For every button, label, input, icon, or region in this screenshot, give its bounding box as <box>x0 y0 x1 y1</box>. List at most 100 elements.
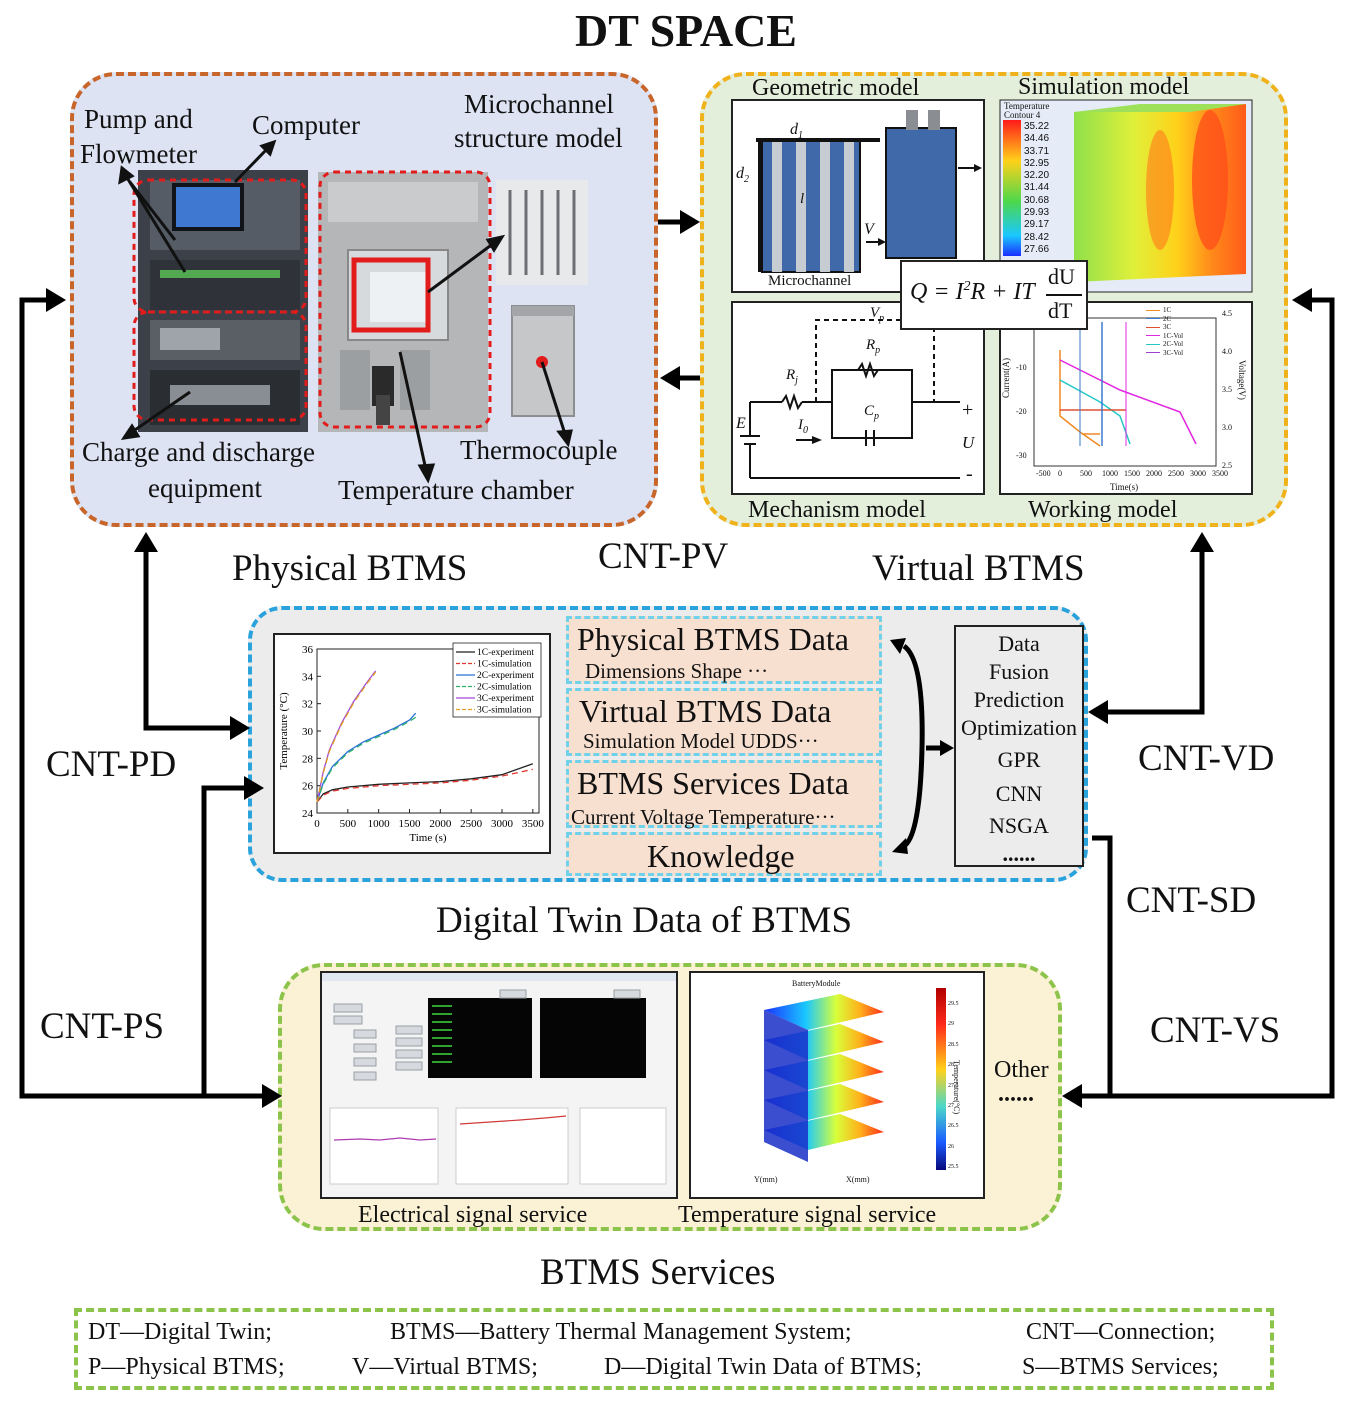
data-caption: Digital Twin Data of BTMS <box>436 900 853 941</box>
working-legend-entry: 1C <box>1146 306 1183 315</box>
ps-stub <box>201 785 248 1096</box>
fusion-item: NSGA <box>989 813 1049 838</box>
working-ytick-left: -20 <box>1016 407 1027 416</box>
series-line <box>316 768 533 803</box>
services-caption: BTMS Services <box>540 1252 776 1293</box>
working-xtick: 1500 <box>1124 469 1140 478</box>
sim-legend-value: 28.42 <box>1024 231 1050 243</box>
heat-tick: 28 <box>948 1062 954 1069</box>
working-xlabel: Time(s) <box>1110 482 1139 492</box>
label-thermocouple: Thermocouple <box>460 435 618 465</box>
legend-v: V—Virtual BTMS; <box>352 1354 538 1380</box>
working-xtick: 3000 <box>1190 469 1206 478</box>
heat-tick: 28.5 <box>948 1041 959 1048</box>
cnt-ps-label: CNT-PS <box>40 1006 165 1047</box>
cnt-vd-label: CNT-VD <box>1138 738 1275 779</box>
heat-tick: 29.5 <box>948 1001 959 1007</box>
series-line <box>316 712 417 803</box>
virtual-data-sub: Simulation Model UDDS··· <box>583 729 819 753</box>
y-tick-label: 24 <box>302 808 314 820</box>
working-xtick: -500 <box>1036 469 1051 478</box>
working-ytick-right: 2.5 <box>1222 461 1232 470</box>
legend-entry: 2C-simulation <box>477 683 532 693</box>
minus-label: - <box>966 463 973 485</box>
cnt-pv-label: CNT-PV <box>598 536 729 577</box>
fusion-item: Prediction <box>973 687 1065 712</box>
label-microchannel-1: Microchannel <box>464 89 614 119</box>
legend-s: S—BTMS Services; <box>1022 1354 1219 1380</box>
y-tick-label: 28 <box>302 753 314 765</box>
heat-tick: 27.5 <box>948 1082 959 1089</box>
sim-legend-value: 29.93 <box>1024 207 1050 219</box>
mechanism-circuit <box>740 319 960 479</box>
services-data-title: BTMS Services Data <box>577 765 849 801</box>
sd-arrow <box>1080 835 1113 1099</box>
heat-y-label: Y(mm) <box>754 1175 778 1184</box>
working-ytick-left: -10 <box>1016 363 1027 372</box>
working-model-chart <box>1033 317 1217 467</box>
u-label: U <box>962 433 975 452</box>
working-xtick: 2000 <box>1146 469 1162 478</box>
virtual-btms-caption: Virtual BTMS <box>872 548 1085 589</box>
fusion-item: GPR <box>997 747 1041 772</box>
legend-btms: BTMS—Battery Thermal Management System; <box>390 1319 852 1345</box>
working-xtick: 3500 <box>1212 469 1228 478</box>
heat-colorbar <box>936 988 946 1170</box>
data-bracket <box>902 643 925 849</box>
heat-tick: 26 <box>948 1143 954 1150</box>
sim-legend-value: 32.20 <box>1024 170 1050 182</box>
series-line <box>316 716 417 803</box>
heat-x-label: X(mm) <box>846 1175 870 1184</box>
heat-slabs <box>764 994 884 1162</box>
fusion-item: Data <box>998 631 1040 656</box>
d1-label: d1 <box>790 121 803 142</box>
label-microchannel-2: structure model <box>454 123 623 153</box>
cnt-pd-label: CNT-PD <box>46 744 177 785</box>
working-legend-entry: 2C <box>1146 315 1183 324</box>
formula-box: Q = I2R + IT dU dT <box>900 260 1088 330</box>
working-legend-entry: 1C-Vol <box>1146 332 1183 341</box>
legend-cnt: CNT—Connection; <box>1026 1319 1216 1345</box>
y-tick-label: 26 <box>302 781 314 793</box>
label-charge-1: Charge and discharge <box>82 437 315 467</box>
outer-left-loop <box>19 297 264 1099</box>
vp-label: Vp <box>870 305 885 324</box>
cp-label: Cp <box>864 403 880 422</box>
physical-data-title: Physical BTMS Data <box>577 621 849 657</box>
legend-entry: 1C-experiment <box>477 648 534 658</box>
heat-tick: 29 <box>948 1021 954 1028</box>
heat-title: BatteryModule <box>792 979 841 988</box>
physical-data-box: Physical BTMS Data Dimensions Shape ··· <box>566 616 882 684</box>
series-line <box>316 671 377 803</box>
services-data-box: BTMS Services Data Current Voltage Tempe… <box>566 760 882 829</box>
l-label: l <box>800 191 805 207</box>
virtual-data-box: Virtual BTMS Data Simulation Model UDDS·… <box>566 688 882 756</box>
working-xtick: 2500 <box>1168 469 1184 478</box>
x-tick-label: 2000 <box>429 818 452 830</box>
legend-entry: 3C-simulation <box>477 706 532 716</box>
y-tick-label: 34 <box>302 671 314 683</box>
formula-main: Q = I2R + IT <box>910 279 1035 305</box>
sim-legend-value: 33.71 <box>1024 145 1050 157</box>
simulation-model-drawing <box>1003 104 1246 282</box>
x-tick-label: 3000 <box>491 818 514 830</box>
formula-fraction-bar <box>1046 294 1082 296</box>
working-ytick-right: 3.5 <box>1222 385 1232 394</box>
fusion-item: Optimization <box>960 715 1078 740</box>
working-legend-entry: 2C-Vol <box>1146 340 1183 349</box>
y-tick-label: 30 <box>302 726 314 738</box>
label-temperature-chamber: Temperature chamber <box>338 475 574 505</box>
sim-legend-value: 35.22 <box>1024 121 1050 132</box>
plus-label: + <box>962 399 974 421</box>
working-xtick: 1000 <box>1102 469 1118 478</box>
legend-entry: 1C-simulation <box>477 660 532 670</box>
abbreviation-legend <box>74 1308 1274 1390</box>
working-ytick-right: 3.0 <box>1222 423 1232 432</box>
